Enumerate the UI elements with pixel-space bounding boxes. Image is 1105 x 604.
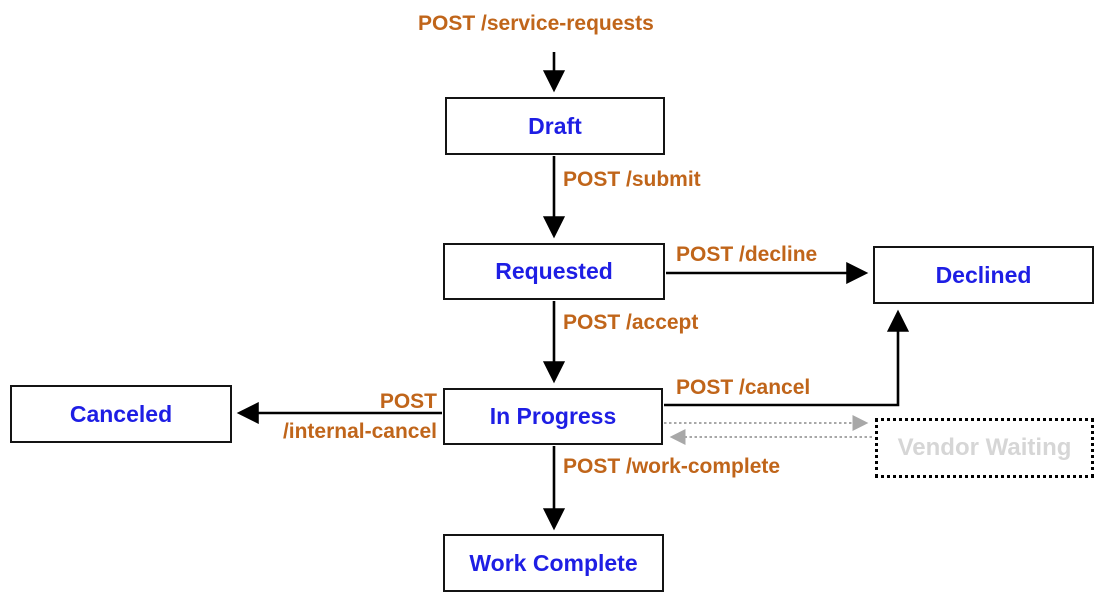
state-draft: Draft [445,97,665,155]
edge-label-create: POST /service-requests [418,12,654,35]
state-requested-label: Requested [495,258,613,284]
edge-label-cancel: POST /cancel [676,376,811,399]
edge-label-internal-cancel: POST /internal-cancel [229,387,437,447]
state-declined: Declined [873,246,1094,304]
state-work-complete: Work Complete [443,534,664,592]
state-in-progress: In Progress [443,388,663,445]
state-draft-label: Draft [528,112,582,139]
state-canceled-label: Canceled [69,400,173,427]
state-in-progress-label: In Progress [489,403,617,429]
edge-label-internal-cancel-line1: POST [379,390,437,413]
state-vendor-waiting-label: Vendor Waiting [897,434,1072,461]
edge-label-internal-cancel-line2: /internal-cancel [282,420,437,443]
state-requested: Requested [443,243,665,300]
edge-label-accept: POST /accept [563,311,699,334]
state-canceled: Canceled [10,385,232,443]
edge-label-decline: POST /decline [676,243,818,266]
state-declined-label: Declined [935,261,1032,288]
state-vendor-waiting: Vendor Waiting [875,418,1094,478]
edge-label-submit: POST /submit [563,168,701,191]
edge-label-work-complete: POST /work-complete [563,455,781,478]
arrow-cancel [664,309,910,407]
state-work-complete-label: Work Complete [469,549,638,576]
